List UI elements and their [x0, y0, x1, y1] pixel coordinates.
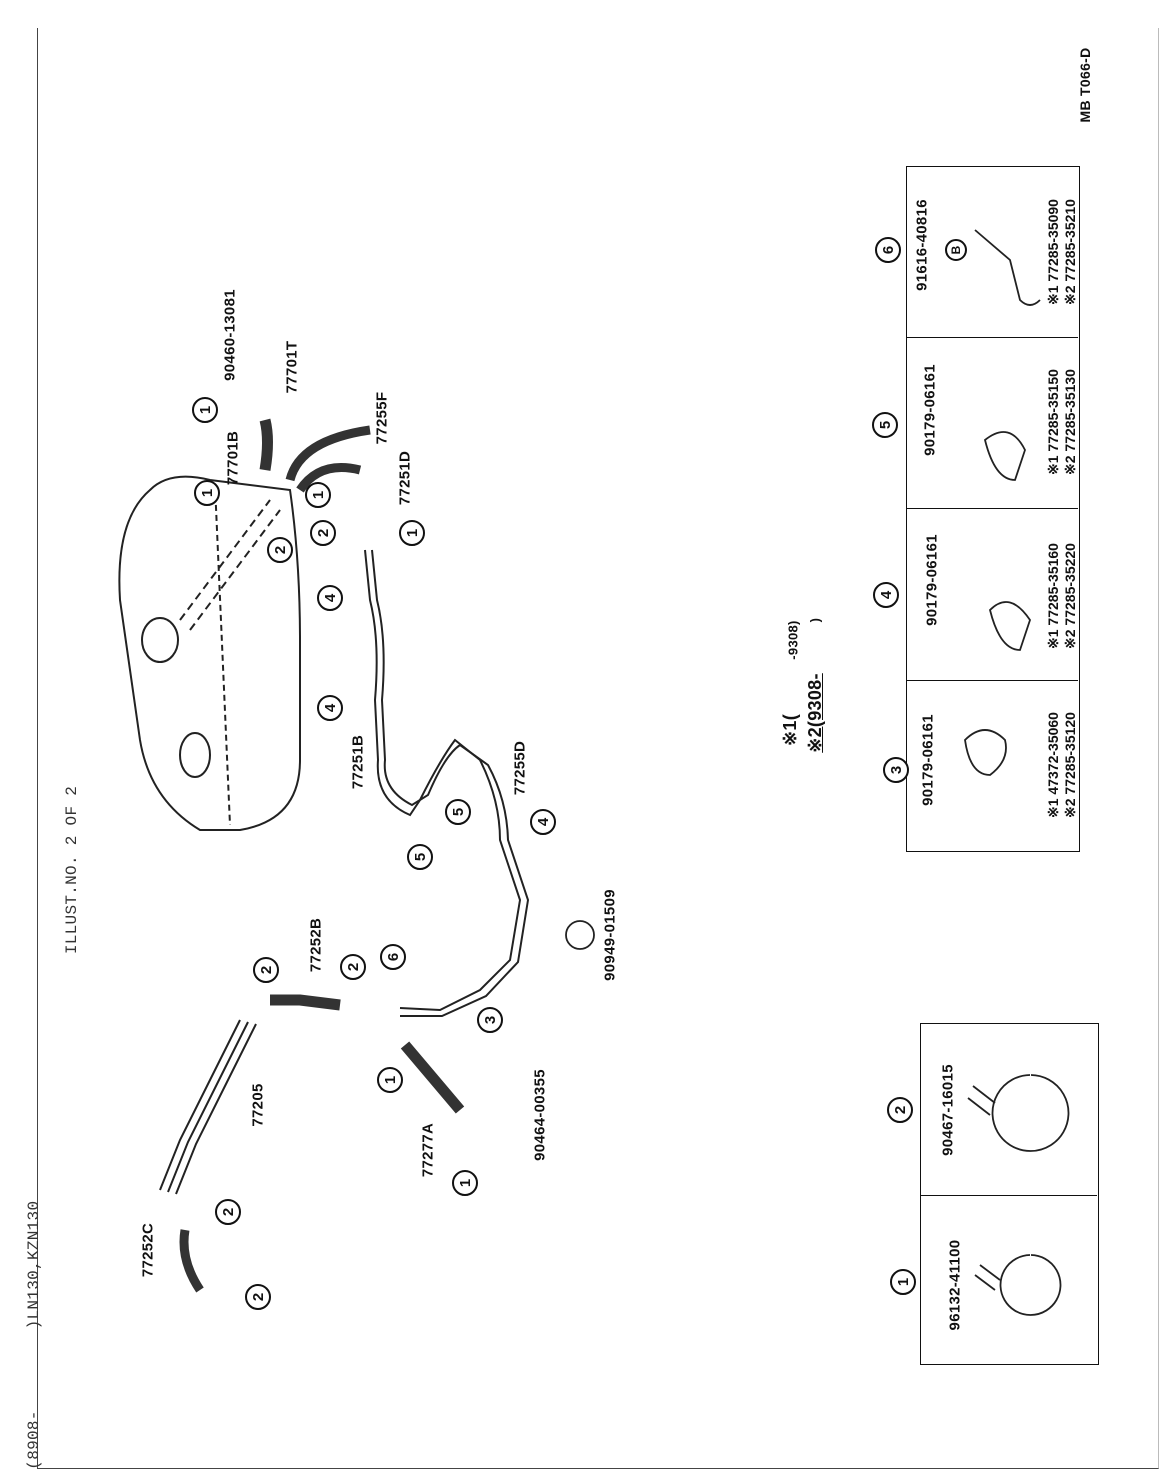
detail-callout-4: 4	[873, 582, 899, 608]
legend-1-range: -9308)	[785, 620, 801, 660]
detail-variant-3-1: ※1 47372-35060	[1045, 712, 1061, 818]
drawing-code: MB T066-D	[1077, 47, 1093, 123]
bolt-callout-b: B	[945, 239, 967, 261]
detail-sketches	[565, 229, 1070, 1316]
part-label: 77205	[249, 1083, 267, 1127]
callout-1: 1	[194, 480, 220, 506]
divider	[920, 1195, 1097, 1196]
callout-6: 6	[380, 944, 406, 970]
detail-variant-3-2: ※2 77285-35120	[1062, 712, 1078, 818]
part-label: 90464-00355	[531, 1069, 549, 1161]
callout-5: 5	[445, 799, 471, 825]
part-label: 77701B	[224, 430, 242, 486]
detail-part-5: 90179-06161	[921, 364, 939, 456]
detail-part-2: 90467-16015	[939, 1064, 957, 1156]
callout-1: 1	[452, 1170, 478, 1196]
part-label: 77701T	[283, 340, 301, 394]
detail-variant-6-2: ※2 77285-35210	[1062, 199, 1078, 305]
callout-5: 5	[407, 844, 433, 870]
callout-2: 2	[253, 957, 279, 983]
part-label: 77251D	[396, 450, 414, 506]
divider	[906, 680, 1078, 681]
callout-2: 2	[245, 1284, 271, 1310]
callout-4: 4	[317, 695, 343, 721]
date-range: (8908-	[25, 1410, 43, 1470]
fuel-pipes	[159, 418, 530, 1293]
legend-1: ※1(	[780, 714, 800, 746]
detail-part-4: 90179-06161	[923, 534, 941, 626]
part-label: 77255D	[511, 740, 529, 796]
callout-3: 3	[477, 1007, 503, 1033]
legend-2: ※2(9308-	[805, 673, 825, 753]
detail-part-1: 96132-41100	[946, 1239, 964, 1331]
part-label: 90460-13081	[221, 289, 239, 381]
detail-part-3: 90179-06161	[919, 714, 937, 806]
illustration-number: ILLUST.NO. 2 OF 2	[63, 785, 81, 955]
callout-2: 2	[340, 954, 366, 980]
detail-callout-3: 3	[883, 757, 909, 783]
fuel-tank	[118, 475, 301, 831]
detail-variant-5-1: ※1 77285-35150	[1045, 369, 1061, 475]
callout-4: 4	[530, 809, 556, 835]
divider	[906, 508, 1078, 509]
callout-4: 4	[317, 585, 343, 611]
divider	[906, 337, 1078, 338]
part-label: 77251B	[349, 734, 367, 790]
detail-callout-2: 2	[887, 1097, 913, 1123]
detail-callout-5: 5	[872, 412, 898, 438]
detail-box-clips	[920, 1023, 1099, 1365]
detail-callout-1: 1	[890, 1269, 916, 1295]
model-codes: )LN130,KZN130	[25, 1200, 43, 1330]
detail-part-6: 91616-40816	[913, 199, 931, 291]
callout-2: 2	[310, 520, 336, 546]
callout-1: 1	[192, 397, 218, 423]
detail-variant-4-1: ※1 77285-35160	[1045, 543, 1061, 649]
detail-variant-6-1: ※1 77285-35090	[1045, 199, 1061, 305]
detail-callout-6: 6	[875, 237, 901, 263]
detail-variant-5-2: ※2 77285-35130	[1062, 369, 1078, 475]
part-label: 77255F	[373, 391, 391, 445]
page-frame	[37, 28, 1159, 1469]
callout-1: 1	[305, 482, 331, 508]
detail-box-clamps	[906, 166, 1080, 852]
part-label: 77252C	[139, 1222, 157, 1278]
callout-2: 2	[267, 537, 293, 563]
callout-1: 1	[399, 520, 425, 546]
callout-2: 2	[215, 1199, 241, 1225]
part-label: 90949-01509	[601, 889, 619, 981]
part-label: 77252B	[307, 917, 325, 973]
callout-1: 1	[377, 1067, 403, 1093]
detail-variant-4-2: ※2 77285-35220	[1062, 543, 1078, 649]
legend-2-range: )	[807, 617, 823, 623]
part-label: 77277A	[419, 1122, 437, 1178]
